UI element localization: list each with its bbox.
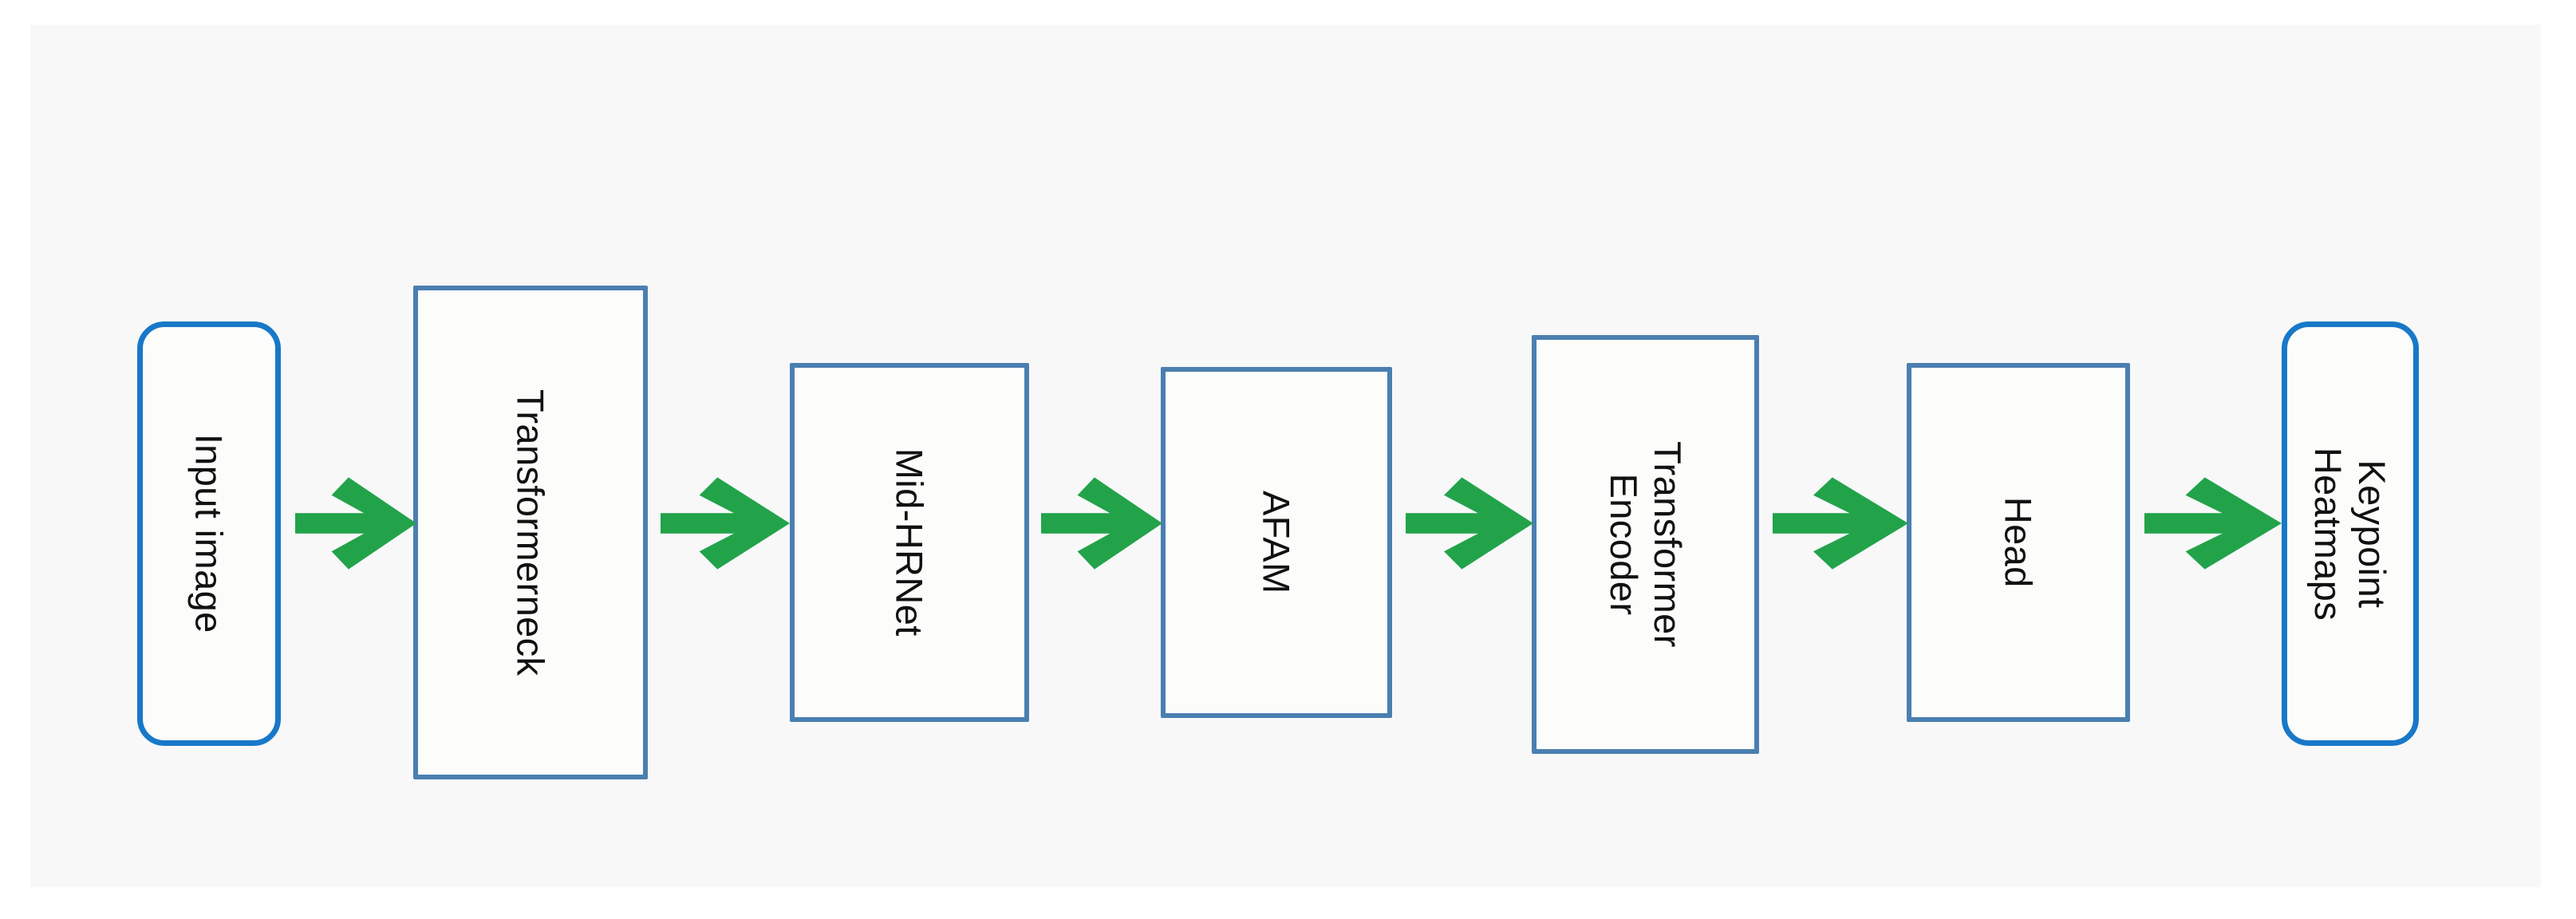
arrow-transformerneck-to-mid-hrnet: [661, 472, 790, 574]
arrow-mid-hrnet-to-afam: [1041, 472, 1162, 574]
node-label-afam: AFAM: [1254, 491, 1298, 594]
arrow-head-to-keypoint-heatmaps: [2144, 472, 2282, 574]
arrow-afam-to-transformer-encoder: [1406, 472, 1533, 574]
node-label-line: Mid-HRNet: [888, 448, 931, 637]
node-label-line: AFAM: [1255, 491, 1298, 594]
node-input-image[interactable]: Input image: [137, 321, 281, 746]
arrow-input-image-to-transformerneck: [295, 472, 416, 574]
node-label-transformerneck: Transformerneck: [508, 389, 552, 676]
node-label-line: Encoder: [1602, 473, 1645, 616]
node-label-mid-hrnet: Mid-HRNet: [887, 448, 931, 637]
node-head[interactable]: Head: [1907, 363, 2130, 722]
node-label-line: Input image: [187, 433, 231, 633]
node-label-line: Transformerneck: [509, 389, 552, 676]
node-transformerneck[interactable]: Transformerneck: [413, 286, 648, 779]
node-label-input-image: Input image: [187, 434, 231, 633]
arrow-transformer-encoder-to-head: [1773, 472, 1908, 574]
node-label-head: Head: [1996, 497, 2040, 588]
node-label-line: Keypoint: [2351, 459, 2394, 609]
node-label-line: Transformer: [1646, 441, 1689, 648]
node-afam[interactable]: AFAM: [1161, 367, 1392, 718]
node-label-line: Heatmaps: [2307, 447, 2350, 621]
node-mid-hrnet[interactable]: Mid-HRNet: [790, 363, 1029, 722]
node-label-line: Head: [1997, 497, 2040, 588]
